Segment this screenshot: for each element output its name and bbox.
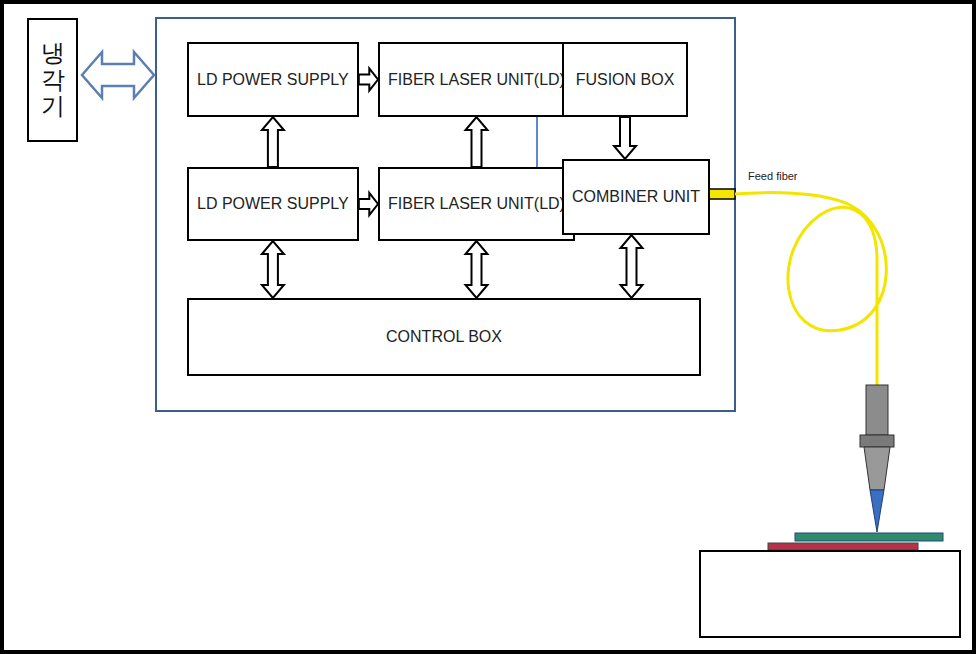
block-arrow [466, 241, 488, 298]
process-box: COMBINER UNIT [562, 159, 710, 235]
process-box: FIBER LASER UNIT(LD) [378, 167, 575, 241]
block-arrow [262, 241, 284, 298]
cooler-box: 냉각기 [27, 18, 78, 142]
box-label: LD POWER SUPPLY [197, 193, 349, 215]
process-box: FIBER LASER UNIT(LD) [378, 42, 575, 117]
process-box: LD POWER SUPPLY [187, 42, 359, 117]
workpiece-bottom [768, 543, 918, 550]
connector [359, 193, 378, 215]
connector [262, 241, 284, 298]
box-label: FIBER LASER UNIT(LD) [388, 193, 565, 215]
block-arrow [359, 69, 378, 91]
box-label: FUSION BOX [576, 69, 675, 91]
feed-fiber [735, 193, 886, 385]
cooling-double-arrow [82, 52, 154, 98]
connector [262, 117, 284, 167]
box-label: FIBER LASER UNIT(LD) [388, 69, 565, 91]
block-arrow [359, 193, 378, 215]
connector [466, 117, 488, 167]
laser-head-collar [860, 435, 894, 447]
laser-head-body [866, 385, 888, 435]
housing-outline [156, 18, 735, 411]
block-arrow [466, 117, 488, 167]
box-label: CONTROL BOX [386, 326, 502, 348]
process-box: FUSION BOX [562, 42, 688, 117]
process-box: LD POWER SUPPLY [187, 167, 359, 241]
box-label: COMBINER UNIT [572, 186, 700, 208]
laser-head-nozzle [864, 447, 890, 490]
work-table [700, 551, 960, 637]
connector [359, 69, 378, 91]
connector [621, 235, 643, 298]
block-arrow [614, 117, 636, 159]
process-box: CONTROL BOX [187, 298, 701, 376]
box-label: LD POWER SUPPLY [197, 69, 349, 91]
box-label: 냉각기 [41, 40, 65, 119]
block-arrow [262, 117, 284, 167]
laser-beam [870, 490, 884, 532]
connector [466, 241, 488, 298]
block-arrow [621, 235, 643, 298]
fiber-label: Feed fiber [746, 170, 800, 182]
workpiece-top [795, 533, 943, 541]
connector [614, 117, 636, 159]
